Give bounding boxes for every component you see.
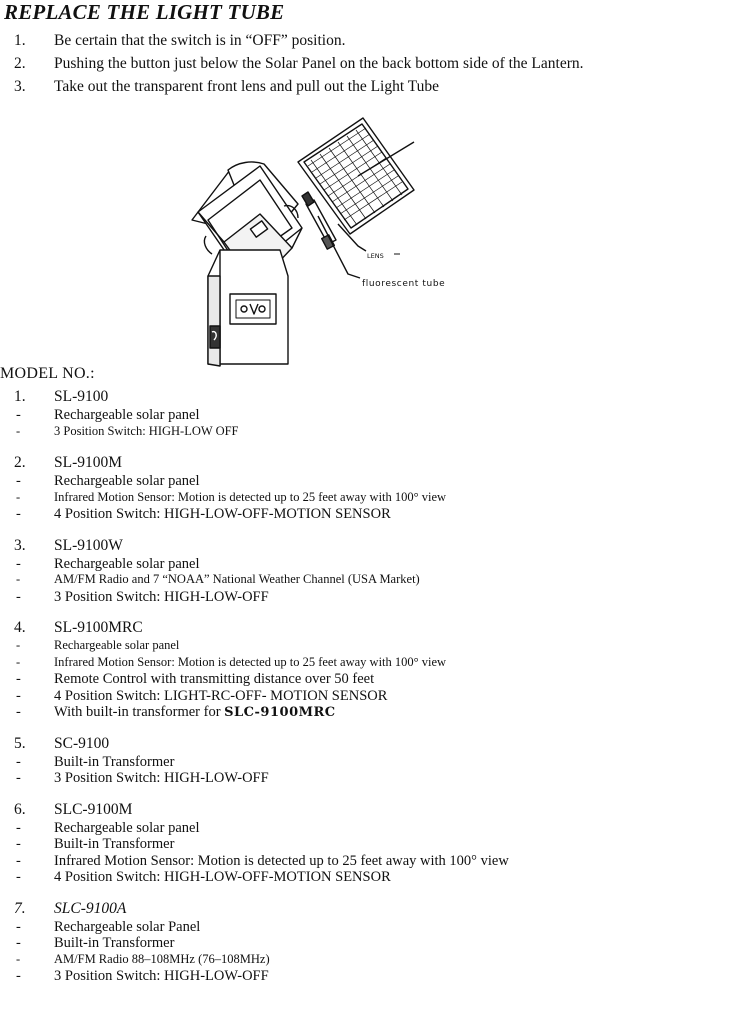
bullet-dash: - xyxy=(16,852,21,869)
bullet-dash: - xyxy=(16,869,21,885)
bullet-dash: - xyxy=(16,489,21,504)
step-1: 1. Be certain that the switch is in “OFF… xyxy=(0,32,742,55)
bullet-dash: - xyxy=(16,968,21,984)
model-number: 1. xyxy=(14,388,26,405)
model-number: 6. xyxy=(14,800,26,818)
feature-text: With built-in transformer for xyxy=(54,704,225,720)
feature-item: With built-in transformer for SLC-9100MR… xyxy=(54,704,336,721)
model-name: SL-9100 xyxy=(54,388,109,405)
feature-item: AM/FM Radio 88–108MHz (76–108MHz) xyxy=(54,951,270,966)
model-number: 4. xyxy=(14,619,26,636)
bullet-dash: - xyxy=(16,506,21,522)
feature-item: AM/FM Radio and 7 “NOAA” National Weathe… xyxy=(54,572,420,586)
model-entry: 4. SL-9100MRC - Rechargeable solar panel -… xyxy=(0,619,742,721)
step-2: 2. Pushing the button just below the Sol… xyxy=(0,55,742,78)
model-heading: MODEL NO.: xyxy=(0,365,95,382)
bullet-dash: - xyxy=(16,473,21,489)
bullet-dash: - xyxy=(16,407,21,423)
feature-item: 4 Position Switch: HIGH-LOW-OFF-MOTION S… xyxy=(54,869,391,885)
bullet-dash: - xyxy=(16,770,21,786)
model-number: 2. xyxy=(14,454,26,471)
feature-item: Rechargeable solar panel xyxy=(54,473,200,489)
model-entry: 2. SL-9100M - Rechargeable solar panel - In… xyxy=(0,454,742,523)
bullet-dash: - xyxy=(16,951,21,966)
step-number: 1. xyxy=(14,32,26,49)
model-name: SLC-9100M xyxy=(54,800,133,818)
bullet-dash: - xyxy=(16,588,21,605)
feature-item: Rechargeable solar panel xyxy=(54,819,200,836)
model-entry: 1. SL-9100 - Rechargeable solar panel - 3 P… xyxy=(0,388,742,440)
bullet-dash: - xyxy=(16,654,21,669)
callout-lens: LENS xyxy=(367,252,384,260)
step-number: 2. xyxy=(14,55,26,72)
feature-item: Rechargeable solar panel xyxy=(54,407,200,423)
bullet-dash: - xyxy=(16,935,21,951)
feature-item: Built-in Transformer xyxy=(54,836,175,852)
bullet-dash: - xyxy=(16,753,21,770)
model-entry: 5. SC-9100 - Built-in Transformer - 3 Posit… xyxy=(0,735,742,787)
model-name: SC-9100 xyxy=(54,734,110,752)
lantern-illustration: LENS fluorescent tube xyxy=(191,117,445,367)
bullet-dash: - xyxy=(16,572,21,586)
model-entry: 3. SL-9100W - Rechargeable solar panel - AM… xyxy=(0,537,742,606)
model-reference: SLC-9100MRC xyxy=(224,705,336,720)
feature-item: Rechargeable solar panel xyxy=(54,555,200,572)
feature-item: Remote Control with transmitting distanc… xyxy=(54,671,375,687)
feature-item: Rechargeable solar Panel xyxy=(54,918,201,935)
step-text: Be certain that the switch is in “OFF” p… xyxy=(54,32,346,49)
model-entry: 7. SLC-9100A - Rechargeable solar Panel - B… xyxy=(0,900,742,985)
bullet-dash: - xyxy=(16,918,21,935)
feature-item: Infrared Motion Sensor: Motion is detect… xyxy=(54,852,509,869)
instruction-steps: 1. Be certain that the switch is in “OFF… xyxy=(0,32,742,101)
feature-item: 4 Position Switch: LIGHT-RC-OFF- MOTION … xyxy=(54,687,388,704)
model-number: 3. xyxy=(14,536,26,554)
bullet-dash: - xyxy=(16,687,21,704)
model-name: SLC-9100A xyxy=(54,899,127,917)
model-name: SL-9100MRC xyxy=(54,619,143,636)
bullet-dash: - xyxy=(16,819,21,836)
model-number: 5. xyxy=(14,734,26,752)
bullet-dash: - xyxy=(16,704,21,720)
feature-item: Infrared Motion Sensor: Motion is detect… xyxy=(54,489,447,504)
feature-item: 4 Position Switch: HIGH-LOW-OFF-MOTION S… xyxy=(54,506,391,522)
step-number: 3. xyxy=(14,78,26,95)
feature-item: Built-in Transformer xyxy=(54,753,175,770)
feature-item: Rechargeable solar panel xyxy=(54,638,180,652)
step-text: Pushing the button just below the Solar … xyxy=(54,55,584,72)
feature-item: 3 Position Switch: HIGH-LOW-OFF xyxy=(54,770,269,786)
bullet-dash: - xyxy=(16,671,21,687)
feature-item: Infrared Motion Sensor: Motion is detect… xyxy=(54,654,447,669)
step-3: 3. Take out the transparent front lens a… xyxy=(0,78,742,101)
solar-panel xyxy=(297,117,415,235)
feature-item: 3 Position Switch: HIGH-LOW OFF xyxy=(54,423,239,438)
bullet-dash: - xyxy=(16,423,21,438)
model-name: SL-9100W xyxy=(54,536,123,554)
bullet-dash: - xyxy=(16,836,21,852)
feature-item: Built-in Transformer xyxy=(54,935,175,951)
model-number: 7. xyxy=(14,899,26,917)
step-text: Take out the transparent front lens and … xyxy=(54,78,440,95)
page-title: REPLACE THE LIGHT TUBE xyxy=(4,0,285,24)
lantern-base xyxy=(207,249,289,367)
model-list: 1. SL-9100 - Rechargeable solar panel - 3 P… xyxy=(0,388,742,999)
model-entry: 6. SLC-9100M - Rechargeable solar panel - B… xyxy=(0,801,742,886)
model-name: SL-9100M xyxy=(54,454,123,471)
bullet-dash: - xyxy=(16,638,21,652)
feature-item: 3 Position Switch: HIGH-LOW-OFF xyxy=(54,968,269,984)
callout-fluorescent-tube: fluorescent tube xyxy=(362,279,445,289)
bullet-dash: - xyxy=(16,555,21,572)
feature-item: 3 Position Switch: HIGH-LOW-OFF xyxy=(54,588,269,605)
